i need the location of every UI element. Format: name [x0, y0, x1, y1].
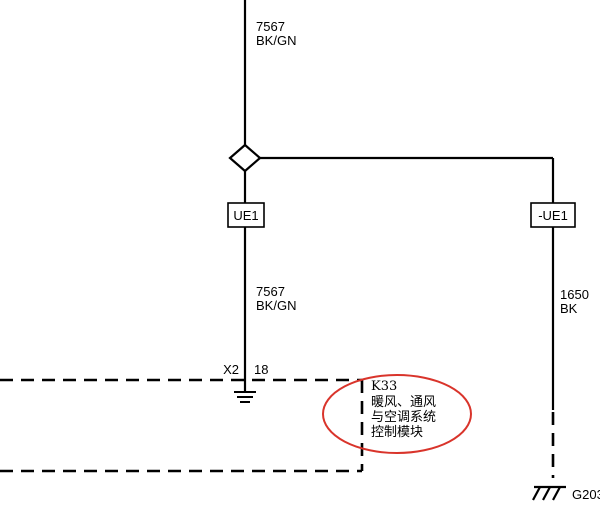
ground-label: G203 [572, 487, 600, 502]
splice-ue1-box[interactable] [227, 202, 265, 228]
chassis-ground-icon [532, 485, 566, 501]
wire-upper-color: BK/GN [256, 33, 296, 48]
splice-node[interactable] [228, 143, 262, 173]
module-name-line3: 控制模块 [371, 425, 423, 440]
highlight-ellipse [322, 374, 472, 454]
wire-lower-color: BK/GN [256, 298, 296, 313]
wire-upper-number: 7567 [256, 19, 285, 34]
connector-name: X2 [223, 362, 239, 377]
wire-lower-number: 7567 [256, 284, 285, 299]
ground-symbol-left [234, 391, 256, 403]
module-name-line1: 暖风、通风 [371, 395, 436, 410]
module-name-line2: 与空调系统 [371, 410, 436, 425]
wire-right-color: BK [560, 301, 578, 316]
wire-right-number: 1650 [560, 287, 589, 302]
module-code: K33 [371, 379, 397, 394]
splice-neg-ue1-label: -UE1 [538, 208, 568, 223]
connector-pin: 18 [254, 362, 268, 377]
splice-ue1-label: UE1 [233, 208, 258, 223]
